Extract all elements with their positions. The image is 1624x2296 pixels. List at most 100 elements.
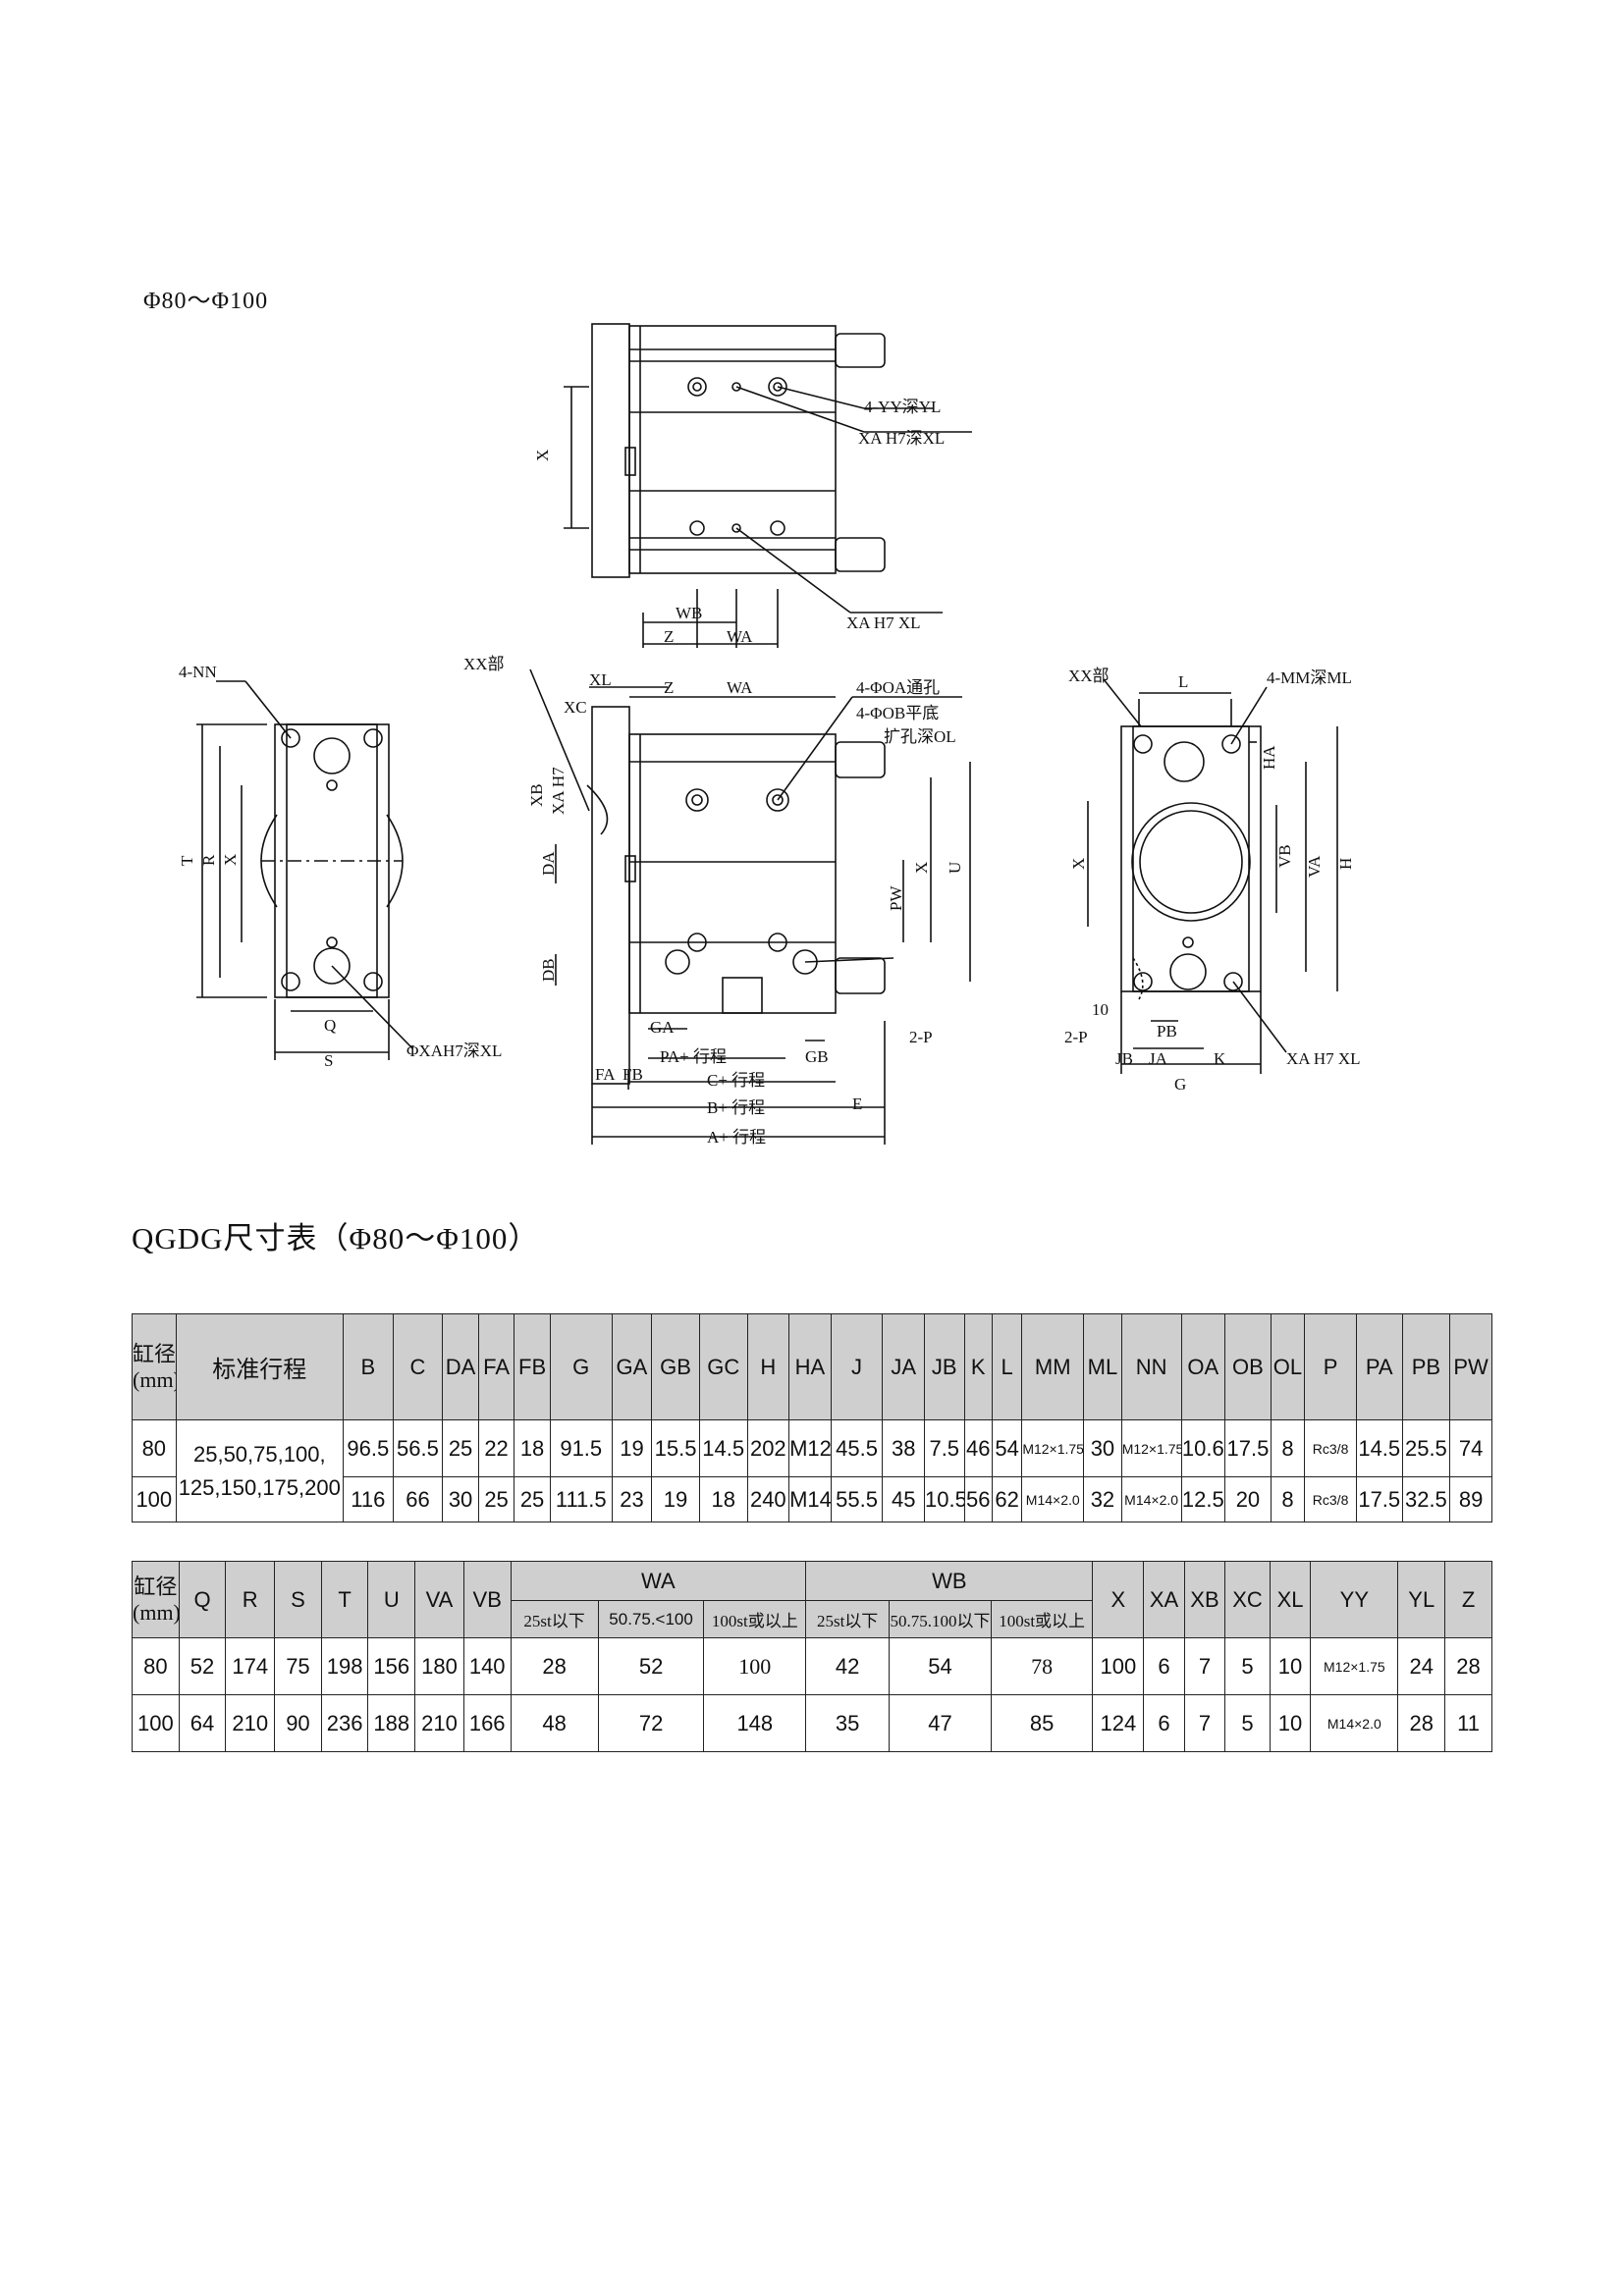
top-view xyxy=(564,323,972,648)
data-cell: 45.5 xyxy=(830,1419,884,1477)
data-cell: 54 xyxy=(889,1637,992,1695)
label-e: E xyxy=(852,1095,862,1113)
label-fb: FB xyxy=(623,1065,643,1084)
data-cell: 8 xyxy=(1270,1419,1306,1477)
label-h: H xyxy=(1336,858,1355,870)
data-cell: 55.5 xyxy=(830,1476,884,1522)
data-cell: 19 xyxy=(611,1419,653,1477)
data-cell: 75 xyxy=(274,1637,322,1695)
data-cell: 7.5 xyxy=(923,1419,965,1477)
data-cell: 90 xyxy=(274,1694,322,1752)
table1-col-header: C xyxy=(392,1313,444,1420)
bore-cell: 80 xyxy=(132,1419,177,1477)
table1-col-header: OB xyxy=(1224,1313,1272,1420)
label-g: G xyxy=(1174,1075,1186,1094)
label-x-side: X xyxy=(912,862,931,874)
table1-header-row: 缸径(mm) 标准行程 B C DA FA FB G GA GB GC H HA… xyxy=(132,1313,1492,1420)
data-cell: 6 xyxy=(1143,1694,1185,1752)
table1-col-header: GB xyxy=(651,1313,700,1420)
wa-subheader: 25st以下 xyxy=(510,1600,599,1638)
technical-drawing: 4-YY深YL XA H7深XL XA H7 XL X WB Z WA 4-NN… xyxy=(178,323,1361,1147)
data-cell: 52 xyxy=(178,1637,227,1695)
data-cell: 18 xyxy=(698,1476,748,1522)
label-db: DB xyxy=(539,958,558,982)
data-cell: 24 xyxy=(1397,1637,1446,1695)
wb-subheader: 25st以下 xyxy=(805,1600,891,1638)
data-cell: 188 xyxy=(367,1694,416,1752)
label-x-right: X xyxy=(1069,858,1088,870)
size-range-header: Φ80～Φ100 xyxy=(143,289,269,314)
data-cell: 64 xyxy=(178,1694,227,1752)
table2-col-header: XL xyxy=(1269,1561,1312,1638)
data-cell: 56 xyxy=(963,1476,993,1522)
label-gb: GB xyxy=(805,1047,829,1066)
label-k: K xyxy=(1214,1049,1226,1068)
data-cell: 116 xyxy=(342,1476,394,1522)
label-pb: PB xyxy=(1157,1022,1177,1041)
table1-col-header: K xyxy=(963,1313,993,1420)
data-cell: 148 xyxy=(703,1694,807,1752)
dimension-table-1: 缸径(mm) 标准行程 B C DA FA FB G GA GB GC H HA… xyxy=(132,1313,1492,1522)
data-cell: 32.5 xyxy=(1401,1476,1451,1522)
wb-subheader: 100st或以上 xyxy=(990,1600,1094,1638)
data-cell: 85 xyxy=(990,1694,1094,1752)
data-cell: 30 xyxy=(1083,1419,1122,1477)
side-view xyxy=(529,668,971,1145)
data-cell: 25 xyxy=(442,1419,479,1477)
data-cell: 28 xyxy=(510,1637,599,1695)
table2-col-header: Z xyxy=(1444,1561,1492,1638)
label-xc: XC xyxy=(564,698,587,717)
table2-col-header: Q xyxy=(178,1561,227,1638)
data-cell: 14.5 xyxy=(698,1419,748,1477)
label-x-left: X xyxy=(221,854,240,866)
label-x-top: X xyxy=(533,450,552,461)
label-xah7xl: ΦXAH7深XL xyxy=(406,1041,502,1060)
bore-cell: 100 xyxy=(132,1694,180,1752)
table-row: 80 25,50,75,100,125,150,175,200 96.5 56.… xyxy=(132,1419,1492,1522)
dimension-table-2: 缸径(mm) Q R S T U VA VB WA WB X XA XB XC … xyxy=(132,1561,1492,1752)
table1-col-header: NN xyxy=(1120,1313,1182,1420)
data-cell: 100 xyxy=(703,1637,807,1695)
data-cell: 72 xyxy=(597,1694,705,1752)
data-cell: 14.5 xyxy=(1355,1419,1403,1477)
table2-col-header: R xyxy=(225,1561,276,1638)
table2-subheader-row: 25st以下 50.75.<100 100st或以上 25st以下 50.75.… xyxy=(133,1600,1492,1638)
data-cell: 140 xyxy=(462,1637,512,1695)
data-cell: 156 xyxy=(367,1637,416,1695)
data-cell: 56.5 xyxy=(392,1419,444,1477)
label-xl: XL xyxy=(589,670,612,689)
data-cell: 52 xyxy=(597,1637,705,1695)
table2-col-header: YL xyxy=(1397,1561,1446,1638)
data-cell: 7 xyxy=(1183,1637,1226,1695)
label-2p-side: 2-P xyxy=(909,1028,933,1046)
data-cell: 17.5 xyxy=(1224,1419,1272,1477)
table1-col-header: J xyxy=(830,1313,884,1420)
label-xa-h7-xl-right: XA H7 XL xyxy=(1286,1049,1361,1068)
data-cell: 25.5 xyxy=(1401,1419,1451,1477)
label-u: U xyxy=(946,862,964,874)
data-cell: 96.5 xyxy=(342,1419,394,1477)
table2-col-header: VB xyxy=(462,1561,512,1638)
table2-col-header: X xyxy=(1092,1561,1145,1638)
label-wa-side: WA xyxy=(727,678,753,697)
data-cell: 32 xyxy=(1083,1476,1122,1522)
label-wb-top: WB xyxy=(676,604,702,622)
data-cell: 6 xyxy=(1143,1637,1185,1695)
table2-col-header: S xyxy=(274,1561,322,1638)
wb-subheader: 50.75.100以下 xyxy=(889,1600,992,1638)
table1-col-header: OL xyxy=(1270,1313,1306,1420)
data-cell: M12×1.75 xyxy=(1021,1419,1085,1477)
label-vb: VB xyxy=(1275,844,1294,868)
data-cell: 210 xyxy=(414,1694,464,1752)
data-cell: 174 xyxy=(225,1637,276,1695)
wa-subheader: 100st或以上 xyxy=(703,1600,807,1638)
table2-wb-header: WB xyxy=(805,1561,1094,1601)
data-cell: M14×2.0 xyxy=(1021,1476,1085,1522)
bore-cell: 100 xyxy=(132,1476,177,1522)
data-cell: 89 xyxy=(1449,1476,1492,1522)
data-cell: 111.5 xyxy=(549,1476,613,1522)
label-da: DA xyxy=(539,851,558,876)
table2-col-header: XA xyxy=(1143,1561,1185,1638)
data-cell: 18 xyxy=(514,1419,551,1477)
data-cell: 91.5 xyxy=(549,1419,613,1477)
